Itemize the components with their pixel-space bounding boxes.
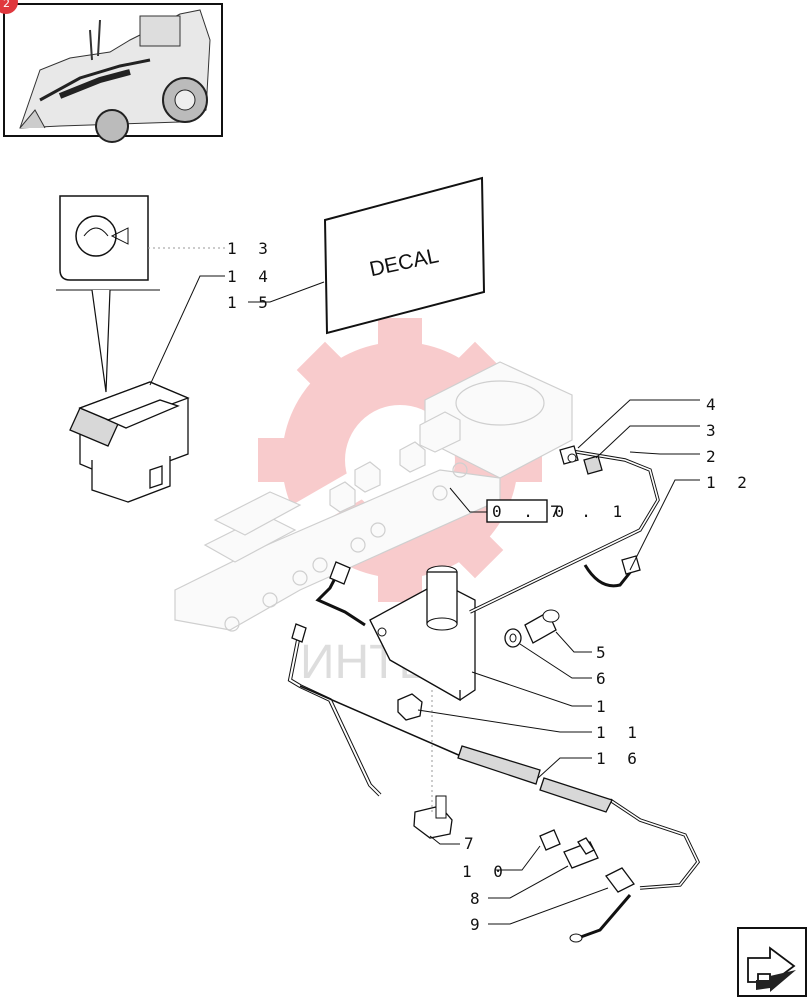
cable-sleeve[interactable] — [457, 745, 613, 813]
machine-thumbnail[interactable] — [3, 3, 223, 143]
callout-5: 5 — [596, 643, 612, 662]
callout-8: 8 — [470, 889, 486, 908]
next-page-button[interactable] — [737, 927, 807, 997]
leader-lines — [148, 247, 700, 925]
fitting-4[interactable] — [559, 445, 579, 465]
callout-3: 3 — [706, 421, 722, 440]
switch-symbol-inset[interactable] — [59, 195, 149, 281]
nut-11[interactable] — [397, 693, 423, 721]
connector-12[interactable] — [583, 555, 641, 588]
callout-6: 6 — [596, 669, 612, 688]
hydraulic-lines — [287, 448, 701, 943]
callout-13: 1 3 — [227, 239, 274, 258]
callout-10: 1 0 — [462, 862, 509, 881]
callout-15: 1 5 — [227, 293, 274, 312]
page-badge: 2 — [0, 0, 18, 14]
callout-11: 1 1 — [596, 723, 643, 742]
callout-7: 7 — [464, 834, 480, 853]
plug-10[interactable] — [539, 829, 561, 851]
callout-9: 9 — [470, 915, 486, 934]
callout-1: 1 — [596, 697, 612, 716]
rocker-switch[interactable] — [69, 381, 190, 503]
washer-6[interactable] — [504, 628, 522, 648]
callout-12: 1 2 — [706, 473, 753, 492]
elbow-fitting-7[interactable] — [413, 795, 453, 839]
callout-14: 1 4 — [227, 267, 274, 286]
page-badge-number: 2 — [3, 0, 10, 10]
callout-16: 1 6 — [596, 749, 643, 768]
reference-rest: 7 . 1 — [550, 502, 628, 521]
bolt-5[interactable] — [524, 609, 560, 644]
callouts: 1 3 1 4 1 5 4 3 2 1 2 5 6 1 1 1 1 6 7 1 … — [227, 239, 753, 934]
decal-sticker[interactable]: DECAL — [323, 176, 486, 335]
fitting-3[interactable] — [583, 455, 603, 475]
pivot-bracket[interactable] — [369, 565, 476, 702]
tee-fitting-8[interactable] — [563, 837, 599, 869]
cross-reference-link[interactable]: 0 . 0 7 . 1 — [486, 499, 628, 523]
callout-2: 2 — [706, 447, 722, 466]
callout-4: 4 — [706, 395, 722, 414]
connector-9[interactable] — [605, 867, 635, 893]
reference-boxed: 0 . 0 — [492, 502, 570, 521]
